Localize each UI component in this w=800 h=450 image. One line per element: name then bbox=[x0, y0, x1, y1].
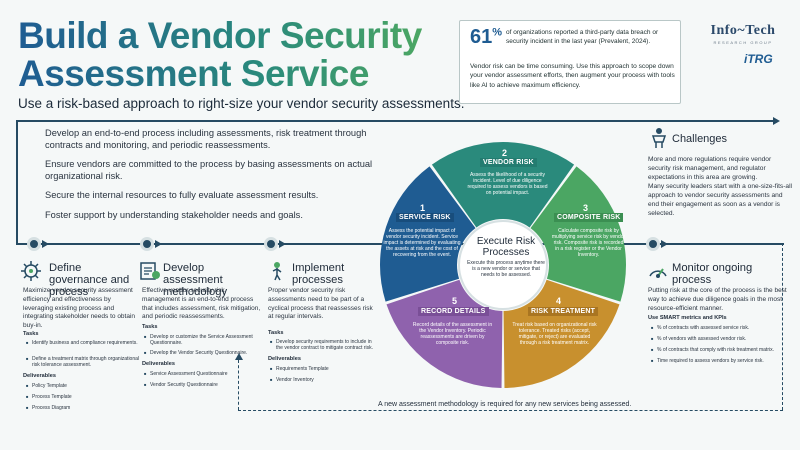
challenges-title: Challenges bbox=[672, 133, 728, 145]
column-title: Develop assessment methodology bbox=[163, 262, 228, 298]
deliverable-item: Service Assessment Questionnaire bbox=[144, 371, 262, 377]
wheel-center-title: Execute Risk Processes bbox=[476, 236, 536, 258]
segment-text: Record details of the assessment in the … bbox=[412, 322, 493, 346]
segment-label: RECORD DETAILS bbox=[418, 307, 489, 316]
stage-dot bbox=[646, 237, 660, 251]
intro-bullets: Develop an end-to-end process including … bbox=[45, 128, 385, 230]
segment-number: 1 bbox=[420, 203, 426, 213]
segment-label: RISK TREATMENT bbox=[528, 307, 599, 316]
column-body: Proper vendor security risk assessments … bbox=[268, 287, 373, 321]
segment-text: Treat risk based on organizational risk … bbox=[512, 322, 597, 346]
page-title: Build a Vendor Security Assessment Servi… bbox=[18, 15, 422, 94]
column-title: Define governance and process bbox=[49, 262, 130, 298]
column-title: Implement processes bbox=[292, 262, 345, 286]
column-body: Maximize vendor security assessment effi… bbox=[23, 287, 136, 330]
stat-text: of organizations reported a third-party … bbox=[506, 29, 659, 45]
segment-label: SERVICE RISK bbox=[396, 213, 454, 222]
deliverable-item: Requirements Template bbox=[270, 366, 374, 372]
stage-arrow bbox=[42, 240, 49, 248]
monitor-icon bbox=[649, 268, 667, 278]
deliverable-item: Process Template bbox=[26, 394, 142, 400]
metric-item: Time required to assess vendors by servi… bbox=[651, 358, 792, 364]
task-item: Define a treatment matrix through organi… bbox=[26, 356, 142, 368]
stage-dot bbox=[27, 237, 41, 251]
itrg-logo: iTRG bbox=[744, 52, 773, 66]
segment-label: COMPOSITE RISK bbox=[554, 213, 624, 222]
deliverable-item: Process Diagram bbox=[26, 405, 142, 411]
flow-line-left bbox=[16, 120, 18, 244]
intro-bullet: Foster support by understanding stakehol… bbox=[45, 209, 303, 220]
tasks-label: Tasks bbox=[142, 324, 158, 330]
task-item: Develop or customize the Service Assessm… bbox=[144, 334, 262, 346]
column-body: Effective vendor security risk managemen… bbox=[142, 287, 261, 321]
deliverable-item: Vendor Inventory bbox=[270, 377, 374, 383]
metrics-label: Use SMART metrics and KPIs bbox=[648, 315, 727, 321]
column-body: Putting risk at the core of the process … bbox=[648, 287, 787, 312]
wheel-segment-1 bbox=[380, 166, 476, 302]
challenges-paragraph: More and more regulations require vendor… bbox=[648, 156, 772, 181]
intro-bullet: Develop an end-to-end process including … bbox=[45, 128, 367, 150]
infotech-logo-sub: RESEARCH GROUP bbox=[713, 40, 773, 45]
wheel-center-text: Execute this process anytime there is a … bbox=[467, 260, 545, 278]
page-subtitle: Use a risk-based approach to right-size … bbox=[18, 96, 465, 111]
wheel-center bbox=[458, 220, 548, 310]
governance-icon bbox=[21, 261, 41, 281]
wheel-segment-3 bbox=[530, 166, 626, 302]
metric-item: % of contracts that comply with risk tre… bbox=[651, 347, 792, 353]
infotech-logo: Info~Tech bbox=[710, 23, 776, 38]
deliverable-item: Vendor Security Questionnaire bbox=[144, 382, 262, 388]
segment-label: VENDOR RISK bbox=[480, 158, 537, 167]
segment-text: Assess the potential impact of vendor se… bbox=[383, 228, 461, 258]
wheel-segment-2 bbox=[431, 142, 575, 228]
task-item: Develop security requirements to include… bbox=[270, 339, 374, 351]
stat-value: 61% bbox=[470, 26, 503, 48]
stat-box: 61% of organizations reported a third-pa… bbox=[459, 20, 681, 104]
wheel-segment-5 bbox=[386, 279, 503, 388]
stage-arrow bbox=[661, 240, 668, 248]
deliverables-label: Deliverables bbox=[142, 361, 175, 367]
tasks-label: Tasks bbox=[23, 331, 39, 337]
segment-text: Calculate composite risk by multiplying … bbox=[551, 228, 626, 258]
deliverables-label: Deliverables bbox=[23, 373, 56, 379]
metric-item: % of vendors with assessed vendor risk. bbox=[651, 336, 792, 342]
task-item: Identify business and compliance require… bbox=[26, 340, 142, 346]
intro-bullet: Secure the internal resources to fully e… bbox=[45, 190, 319, 201]
segment-number: 4 bbox=[556, 296, 562, 306]
stage-dot bbox=[264, 237, 278, 251]
tasks-label: Tasks bbox=[268, 330, 284, 336]
task-item: Develop the Vendor Security Questionnair… bbox=[144, 350, 262, 356]
intro-bullet: Ensure vendors are committed to the proc… bbox=[45, 159, 373, 181]
challenges-paragraph: Many security leaders start with a one-s… bbox=[648, 183, 793, 217]
flow-arrow bbox=[773, 116, 780, 125]
segment-text: Assess the likelihood of a security inci… bbox=[467, 172, 548, 196]
flow-line-top bbox=[16, 120, 773, 122]
bottom-note: A new assessment methodology is required… bbox=[378, 401, 632, 408]
challenges-icon bbox=[651, 128, 667, 148]
stat-body: Vendor risk can be time consuming. Use t… bbox=[470, 63, 675, 89]
methodology-icon bbox=[140, 262, 160, 280]
metric-item: % of contracts with assessed service ris… bbox=[651, 325, 792, 331]
implement-icon bbox=[272, 262, 282, 281]
segment-number: 3 bbox=[583, 203, 589, 213]
flow-line-bottom-dashed bbox=[238, 410, 783, 411]
deliverable-item: Policy Template bbox=[26, 383, 142, 389]
segment-number: 5 bbox=[452, 296, 458, 306]
stage-arrow bbox=[155, 240, 162, 248]
column-title: Monitor ongoing process bbox=[672, 262, 753, 286]
stage-arrow bbox=[279, 240, 286, 248]
wheel-segment-4 bbox=[503, 279, 620, 388]
stage-dot bbox=[140, 237, 154, 251]
deliverables-label: Deliverables bbox=[268, 356, 301, 362]
segment-number: 2 bbox=[502, 148, 508, 158]
risk-process-wheel bbox=[380, 142, 626, 388]
